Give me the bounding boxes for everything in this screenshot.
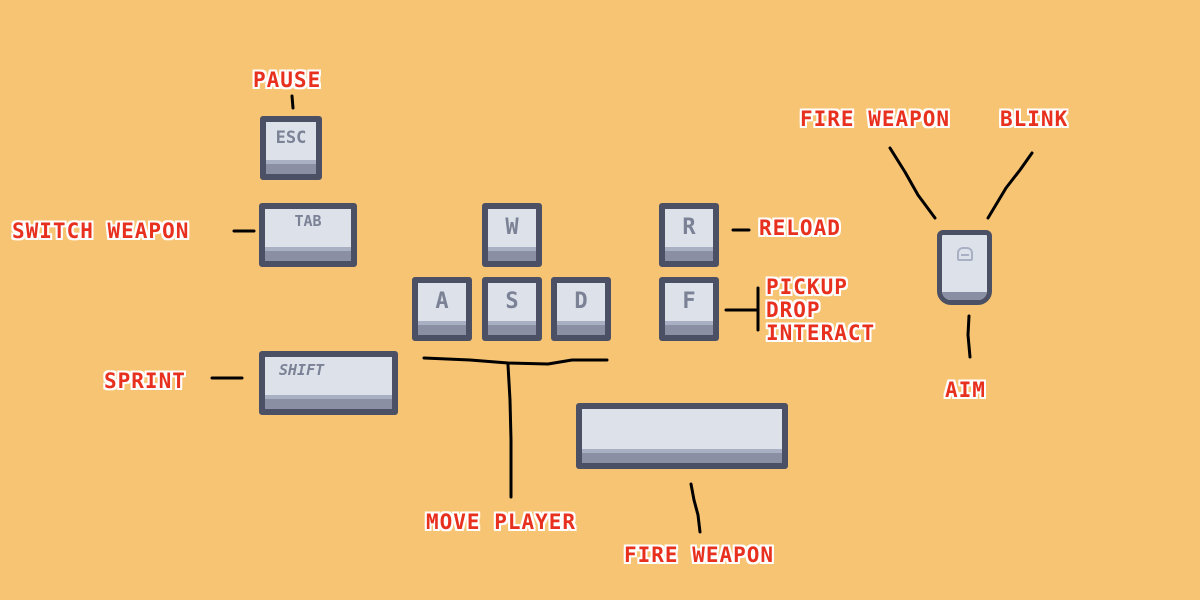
a-key-glyph: A: [435, 289, 449, 314]
tab-key-shadow: [265, 251, 351, 261]
d-key-glyph: D: [574, 289, 588, 314]
pause-connector: [290, 94, 295, 110]
s-key-glyph: S: [505, 289, 519, 314]
f-key-face: [665, 283, 713, 325]
interact-label: INTERACT: [766, 321, 876, 345]
tab-key-glyph: TAB: [294, 212, 322, 230]
f-key-glyph: F: [682, 289, 696, 314]
pickup-drop-interact-label: PICKUP DROP INTERACT: [766, 276, 875, 345]
space-key-face: [582, 409, 782, 453]
esc-key-face: [266, 122, 316, 164]
r-key-shadow: [665, 251, 713, 261]
move-player-connector-vertical: [506, 363, 513, 499]
fire-weapon-key-connector: [689, 482, 702, 534]
pickup-label: PICKUP: [766, 275, 848, 299]
fire-weapon-mouse-label: FIRE WEAPON: [800, 107, 951, 131]
r-key-face: [665, 209, 713, 251]
s-key-shadow: [488, 325, 536, 335]
s-key-face: [488, 283, 536, 325]
space-key: [576, 403, 788, 469]
esc-key-glyph: ESC: [275, 128, 307, 148]
blink-connector: [986, 151, 1034, 220]
shift-key-glyph: SHIFT: [279, 361, 325, 379]
pause-label: PAUSE: [253, 68, 322, 92]
a-key-face: [418, 283, 466, 325]
esc-key-shadow: [266, 164, 316, 174]
drop-label: DROP: [766, 298, 821, 322]
aim-connector: [966, 314, 972, 359]
fire-weapon-key-label: FIRE WEAPON: [624, 543, 775, 567]
blink-label: BLINK: [1000, 107, 1069, 131]
d-key-face: [557, 283, 605, 325]
s-key: S: [482, 277, 542, 341]
w-key-glyph: W: [505, 215, 519, 240]
move-player-label: MOVE PLAYER: [426, 510, 577, 534]
a-key-shadow: [418, 325, 466, 335]
w-key-face: [488, 209, 536, 251]
reload-label: RELOAD: [759, 216, 841, 240]
shift-key: SHIFT: [259, 351, 398, 415]
shift-key-face: [265, 357, 392, 399]
mouse-body: [942, 235, 987, 300]
scroll-wheel-icon: [956, 247, 973, 261]
tab-key-face: [265, 209, 351, 251]
d-key-shadow: [557, 325, 605, 335]
shift-key-shadow: [265, 399, 392, 409]
f-key: F: [659, 277, 719, 341]
esc-key: ESC: [260, 116, 322, 180]
switch-weapon-label: SWITCH WEAPON: [12, 219, 190, 243]
f-key-shadow: [665, 325, 713, 335]
r-key: R: [659, 203, 719, 267]
space-key-shadow: [582, 453, 782, 463]
move-player-connector-horizontal: [422, 356, 609, 366]
r-key-glyph: R: [682, 215, 696, 240]
sprint-label: SPRINT: [104, 369, 186, 393]
fire-weapon-mouse-connector: [888, 146, 937, 220]
a-key: A: [412, 277, 472, 341]
mouse-base: [942, 292, 987, 300]
d-key: D: [551, 277, 611, 341]
aim-label: AIM: [945, 378, 986, 402]
mouse-icon: [937, 230, 992, 305]
w-key-shadow: [488, 251, 536, 261]
w-key: W: [482, 203, 542, 267]
tab-key: TAB: [259, 203, 357, 267]
